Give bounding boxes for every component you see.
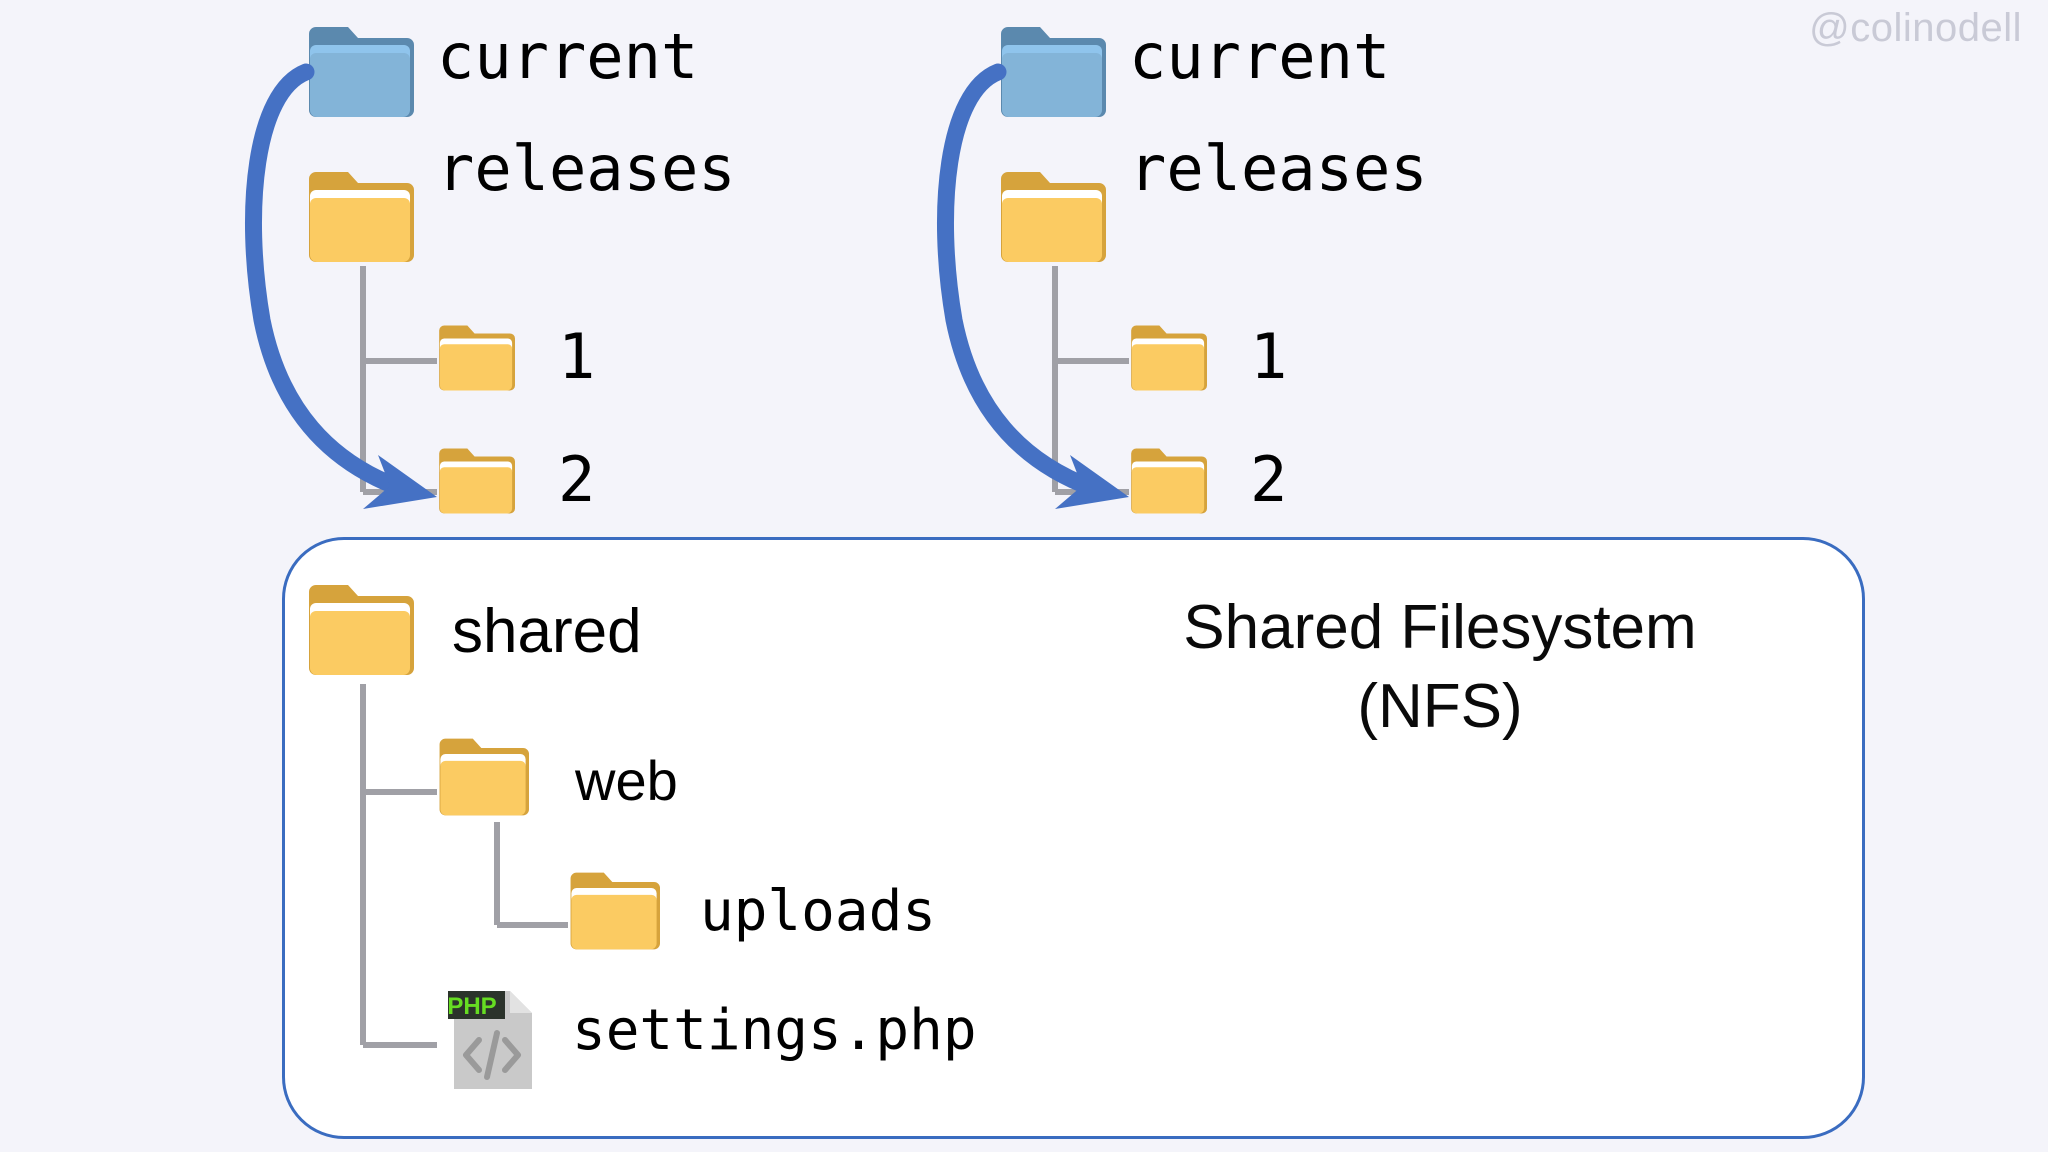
node-label-uploads: uploads: [700, 879, 937, 944]
node-label-left-current: current: [437, 20, 699, 93]
folder-icon-left-releases[interactable]: [306, 165, 414, 269]
node-label-right-current: current: [1129, 20, 1391, 93]
folder-icon-web[interactable]: [437, 732, 529, 822]
node-label-right-release-2: 2: [1250, 443, 1288, 516]
node-label-left-releases: releases: [437, 132, 736, 205]
folder-icon-right-release-2[interactable]: [1129, 443, 1207, 519]
node-label-right-release-1: 1: [1250, 320, 1288, 393]
node-label-left-release-1: 1: [558, 320, 596, 393]
php-badge-label: PHP: [448, 993, 497, 1020]
node-label-settings-php: settings.php: [572, 998, 977, 1063]
shared-filesystem-title: Shared Filesystem (NFS): [1183, 593, 1697, 742]
folder-blue-icon-right-current[interactable]: [998, 20, 1106, 124]
node-label-right-releases: releases: [1129, 132, 1428, 205]
folder-icon-left-release-1[interactable]: [437, 320, 515, 396]
folder-icon-shared[interactable]: [306, 578, 414, 682]
symlink-arrow-left: [244, 63, 437, 509]
symlink-arrow-right: [936, 63, 1129, 509]
folder-blue-icon-left-current[interactable]: [306, 20, 414, 124]
node-label-left-release-2: 2: [558, 443, 596, 516]
node-label-shared: shared: [452, 597, 642, 666]
watermark-colinodell: @colinodell: [1809, 6, 2022, 50]
php-file-icon[interactable]: PHP: [448, 985, 538, 1095]
folder-icon-uploads[interactable]: [568, 866, 660, 956]
shared-filesystem-container: [282, 537, 1865, 1139]
node-label-web: web: [575, 749, 678, 812]
folder-icon-left-release-2[interactable]: [437, 443, 515, 519]
folder-icon-right-release-1[interactable]: [1129, 320, 1207, 396]
folder-icon-right-releases[interactable]: [998, 165, 1106, 269]
